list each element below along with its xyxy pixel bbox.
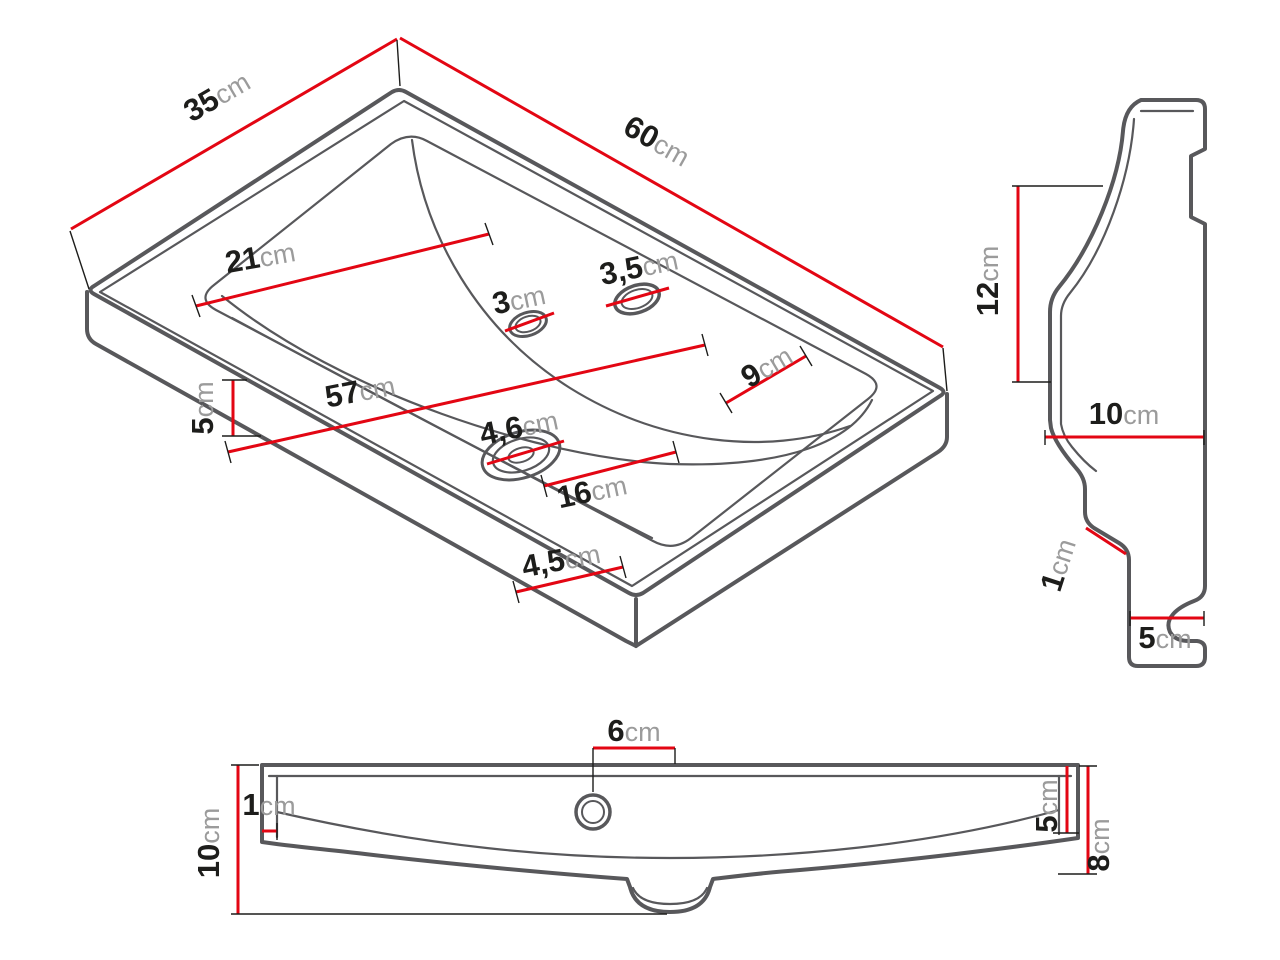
dim-line-3-5 [605,286,670,308]
dim-1cm-front-label: 1cm [242,787,295,822]
sink-top-inner-rim [98,99,935,588]
side-inner-bowl-curve [1059,117,1136,473]
dim-16cm-label: 16cm [554,466,630,515]
extension-lines-front [231,748,1097,915]
dim-5cm-iso-label: 5cm [185,381,220,434]
dim-line-1-side [1085,526,1127,556]
basin-front-fold-line [230,316,654,540]
dim-line-60 [399,36,944,349]
dim-line-21 [195,232,490,308]
basin-floor-curve [220,294,874,466]
dim-3-5cm-label: 3,5cm [596,241,681,292]
basin-opening [204,135,878,547]
front-view: 6cm 1cm 10cm 5cm 8cm [191,713,1116,915]
front-tap-hole [574,793,612,831]
sink-left-apron [85,290,638,648]
dim-10cm-side-label: 10cm [1089,396,1159,431]
extension-lines-iso [69,39,948,604]
dim-4-5cm-label: 4,5cm [519,535,603,584]
isometric-view: 35cm 60cm 21cm 3cm 3,5cm 9cm 57cm 5cm 4,… [69,36,949,648]
dim-line-9 [725,354,807,405]
dim-35cm-label: 35cm [177,63,256,129]
dim-line-16 [543,450,677,488]
front-inner-belly-curve [275,808,1061,860]
dim-6cm-label: 6cm [607,713,660,748]
dim-9cm-label: 9cm [735,337,799,394]
dim-3cm-label: 3cm [489,276,548,321]
dim-1cm-side-label: 1cm [1033,534,1083,595]
front-profile-outline [260,763,1080,914]
basin-backwall-curve [410,138,852,444]
sink-right-apron [634,392,949,648]
extension-lines-side [1012,185,1205,626]
dim-8cm-front-label: 8cm [1081,818,1116,871]
dim-10cm-front-label: 10cm [191,808,226,878]
front-drain-boss-inner [631,886,709,906]
dim-line-4-5 [515,565,624,594]
dim-5cm-front-label: 5cm [1029,779,1064,832]
dim-line-4-6 [486,439,565,466]
side-profile-outline [1048,98,1207,668]
dim-5cm-side-label: 5cm [1138,620,1191,655]
sink-top-face-outline [88,88,946,597]
dim-line-57 [227,343,706,454]
side-view: 12cm 10cm 1cm 5cm [970,98,1207,668]
dim-57cm-label: 57cm [322,367,398,415]
dim-line-35 [70,37,398,231]
dim-21cm-label: 21cm [222,233,297,280]
front-tap-hole-inner [581,800,605,824]
dim-12cm-label: 12cm [970,246,1005,316]
dim-line-3 [504,311,555,333]
dim-60cm-label: 60cm [618,108,697,173]
